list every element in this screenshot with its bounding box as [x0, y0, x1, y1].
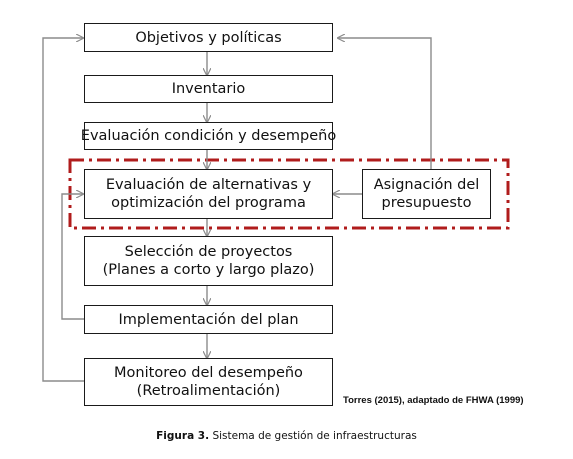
box-seleccion-line1: Selección de proyectos [124, 244, 293, 260]
box-evaluacion-condicion: Evaluación condición y desempeño [80, 122, 337, 150]
box-asignacion-line2: presupuesto [381, 195, 472, 211]
box-seleccion-line2: (Planes a corto y largo plazo) [102, 262, 315, 278]
box-monitoreo-line1: Monitoreo del desempeño [114, 365, 303, 381]
box-monitoreo: Monitoreo del desempeño (Retroalimentaci… [84, 358, 333, 406]
box-asignacion-line1: Asignación del [373, 177, 480, 193]
box-asignacion-presupuesto: Asignación del presupuesto [362, 169, 491, 219]
arrow-implementacion-alternativas [61, 194, 84, 320]
arrow-asignacion-objetivos [338, 38, 432, 169]
box-implementacion-label: Implementación del plan [118, 311, 299, 328]
box-inventario: Inventario [84, 75, 333, 103]
box-evaluacion-alternativas-line2: optimización del programa [111, 195, 306, 211]
box-seleccion: Selección de proyectos (Planes a corto y… [84, 236, 333, 286]
source-note: Torres (2015), adaptado de FHWA (1999) [343, 395, 524, 406]
box-implementacion: Implementación del plan [84, 305, 333, 334]
figure-caption-label: Figura 3. [156, 430, 210, 442]
box-inventario-label: Inventario [171, 81, 246, 97]
box-objetivos: Objetivos y políticas [84, 23, 333, 52]
box-monitoreo-line2: (Retroalimentación) [136, 383, 281, 399]
box-evaluacion-alternativas-line1: Evaluación de alternativas y [105, 177, 312, 193]
arrow-monitoreo-objetivos [42, 38, 84, 382]
box-evaluacion-condicion-label: Evaluación condición y desempeño [80, 128, 337, 144]
figure-caption-text: Sistema de gestión de infraestructuras [209, 430, 417, 442]
box-evaluacion-alternativas: Evaluación de alternativas y optimizació… [84, 169, 333, 219]
box-objetivos-label: Objetivos y políticas [135, 29, 282, 46]
figure-caption: Figura 3. Sistema de gestión de infraest… [0, 430, 573, 442]
